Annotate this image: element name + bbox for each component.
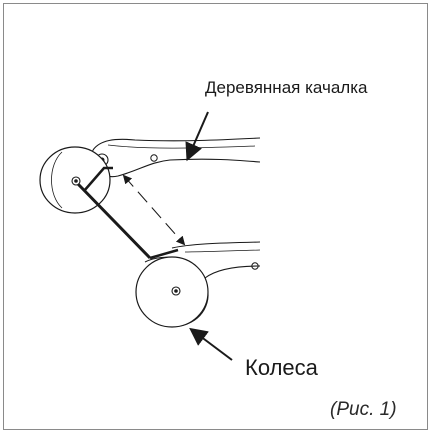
upper-wheel-axle: [71, 176, 81, 186]
metal-link-bar: [76, 166, 179, 260]
upper-wheel: [39, 146, 111, 214]
rocker-callout-arrow: [185, 111, 209, 162]
wheels-label: Колеса: [245, 355, 318, 380]
rocker-label: Деревянная качалка: [205, 78, 368, 97]
wheels-callout-arrow: [189, 327, 233, 361]
lower-wheel: [135, 256, 209, 328]
lower-wheel-axle: [171, 286, 181, 296]
upper-screw-hole: [150, 154, 158, 162]
diagram-frame: [3, 3, 428, 430]
assembly-arrow: [122, 174, 186, 246]
figure-caption: (Рис. 1): [330, 399, 397, 420]
lower-wooden-rocker: [171, 241, 261, 279]
upper-wooden-rocker: [91, 137, 261, 178]
lower-screw-hole: [251, 262, 259, 270]
